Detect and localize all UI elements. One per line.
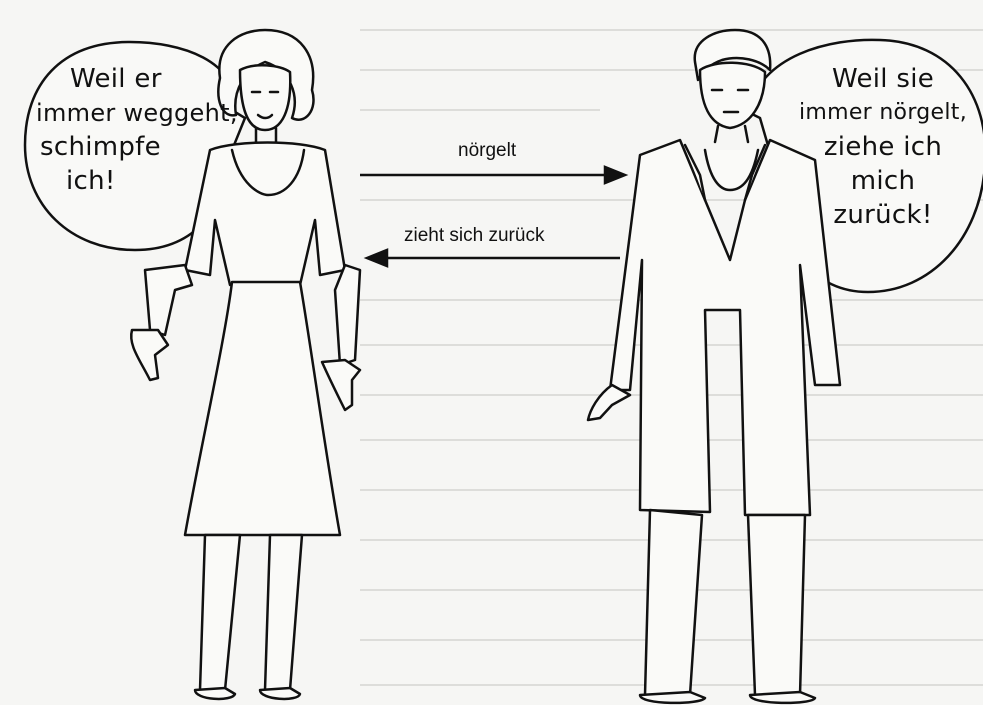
arrow-right [360,167,625,183]
arrow-label-top: nörgelt [458,140,516,162]
left-bubble-line: immer weggeht, [36,96,238,130]
right-bubble-line: mich [798,164,968,198]
arrow-label-bottom: zieht sich zurück [404,225,544,247]
right-bubble-line: zurück! [798,198,968,232]
left-bubble-text: Weil er immer weggeht, schimpfe ich! [36,62,238,198]
right-bubble-line: immer nörgelt, [798,96,968,130]
right-bubble-line: Weil sie [798,62,968,96]
arrow-left [367,250,620,266]
right-bubble-text: Weil sie immer nörgelt, ziehe ich mich z… [798,62,968,232]
left-bubble-line: ich! [36,164,238,198]
right-bubble-line: ziehe ich [798,130,968,164]
left-bubble-line: Weil er [36,62,238,96]
left-bubble-line: schimpfe [36,130,238,164]
